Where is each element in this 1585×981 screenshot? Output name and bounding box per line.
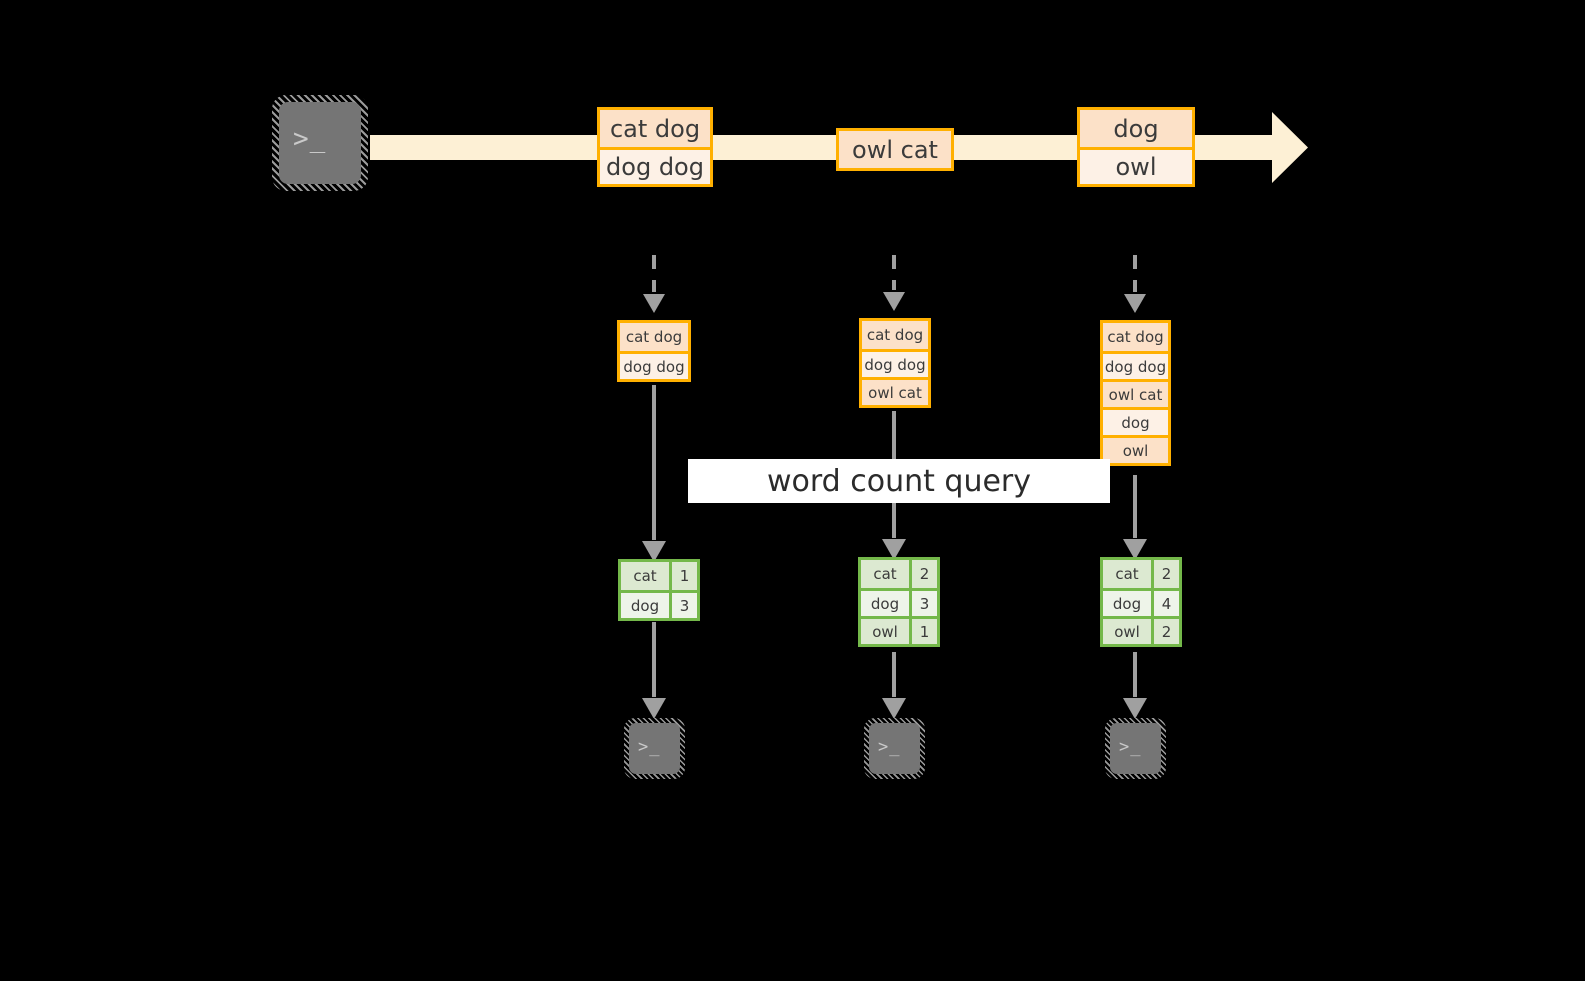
result-count: 2 (909, 560, 937, 588)
pipeline-1-sink-terminal-icon[interactable]: >_ (624, 718, 685, 779)
table-row: dog 3 (861, 588, 937, 616)
table-row: owl 1 (861, 616, 937, 644)
result-count: 3 (669, 593, 697, 618)
table-row: cat 2 (1103, 560, 1179, 588)
stream-batch-3[interactable]: dog owl (1077, 107, 1195, 187)
result-count: 2 (1151, 619, 1179, 644)
result-word: owl (861, 619, 909, 644)
result-word: cat (1103, 560, 1151, 588)
stream-batch-1-row-2: dog dog (600, 147, 710, 184)
stream-batch-1-row-1: cat dog (600, 110, 710, 147)
table-row: owl 2 (1103, 616, 1179, 644)
result-word: dog (621, 593, 669, 618)
terminal-prompt-glyph: >_ (638, 737, 661, 757)
table-row: dog 3 (621, 590, 697, 618)
terminal-prompt-glyph: >_ (1119, 737, 1142, 757)
stream-batch-1[interactable]: cat dog dog dog (597, 107, 713, 187)
result-word: cat (621, 562, 669, 590)
terminal-prompt-glyph: >_ (878, 737, 901, 757)
pipeline-2-sink-terminal-icon[interactable]: >_ (864, 718, 925, 779)
table-row: cat dog (1103, 323, 1168, 351)
pipeline-1-result-table[interactable]: cat 1 dog 3 (618, 559, 700, 621)
table-row: cat dog (862, 321, 928, 349)
stream-batch-3-row-2: owl (1080, 147, 1192, 184)
pipeline-2-result-table[interactable]: cat 2 dog 3 owl 1 (858, 557, 940, 647)
table-row: cat 2 (861, 560, 937, 588)
table-row: dog dog (1103, 351, 1168, 379)
source-terminal-icon[interactable]: >_ (272, 95, 368, 191)
result-count: 3 (909, 591, 937, 616)
stream-batch-2-row-1: owl cat (839, 131, 951, 168)
stream-batch-3-row-1: dog (1080, 110, 1192, 147)
stream-batch-2[interactable]: owl cat (836, 128, 954, 171)
terminal-face (279, 102, 361, 184)
table-row: dog 4 (1103, 588, 1179, 616)
dashed-feed-1-head (643, 294, 665, 313)
table-row: dog dog (620, 351, 688, 379)
pipeline-3-input-table[interactable]: cat dog dog dog owl cat dog owl (1100, 320, 1171, 466)
result-word: cat (861, 560, 909, 588)
result-count: 2 (1151, 560, 1179, 588)
pipeline-2-input-table[interactable]: cat dog dog dog owl cat (859, 318, 931, 408)
pipeline-3-sink-terminal-icon[interactable]: >_ (1105, 718, 1166, 779)
query-label: word count query (688, 459, 1110, 503)
sink-arrow-3-head (1123, 698, 1147, 719)
sink-arrow-2-head (882, 698, 906, 719)
terminal-prompt-glyph: >_ (293, 124, 327, 154)
terminal-face (1110, 723, 1161, 774)
dashed-feed-3-head (1124, 294, 1146, 313)
query-arrow-1-head (642, 541, 666, 562)
result-word: dog (861, 591, 909, 616)
pipeline-3-result-table[interactable]: cat 2 dog 4 owl 2 (1100, 557, 1182, 647)
result-count: 4 (1151, 591, 1179, 616)
table-row: cat dog (620, 323, 688, 351)
table-row: dog (1103, 407, 1168, 435)
sink-arrow-1-head (642, 698, 666, 719)
result-count: 1 (909, 619, 937, 644)
result-word: owl (1103, 619, 1151, 644)
pipeline-1-input-table[interactable]: cat dog dog dog (617, 320, 691, 382)
terminal-face (869, 723, 920, 774)
query-arrow-2-head (882, 539, 906, 560)
table-row: owl (1103, 435, 1168, 463)
table-row: cat 1 (621, 562, 697, 590)
table-row: owl cat (862, 377, 928, 405)
dashed-feed-2-head (883, 292, 905, 311)
query-arrow-3-head (1123, 539, 1147, 560)
result-word: dog (1103, 591, 1151, 616)
result-count: 1 (669, 562, 697, 590)
table-row: owl cat (1103, 379, 1168, 407)
terminal-face (629, 723, 680, 774)
table-row: dog dog (862, 349, 928, 377)
